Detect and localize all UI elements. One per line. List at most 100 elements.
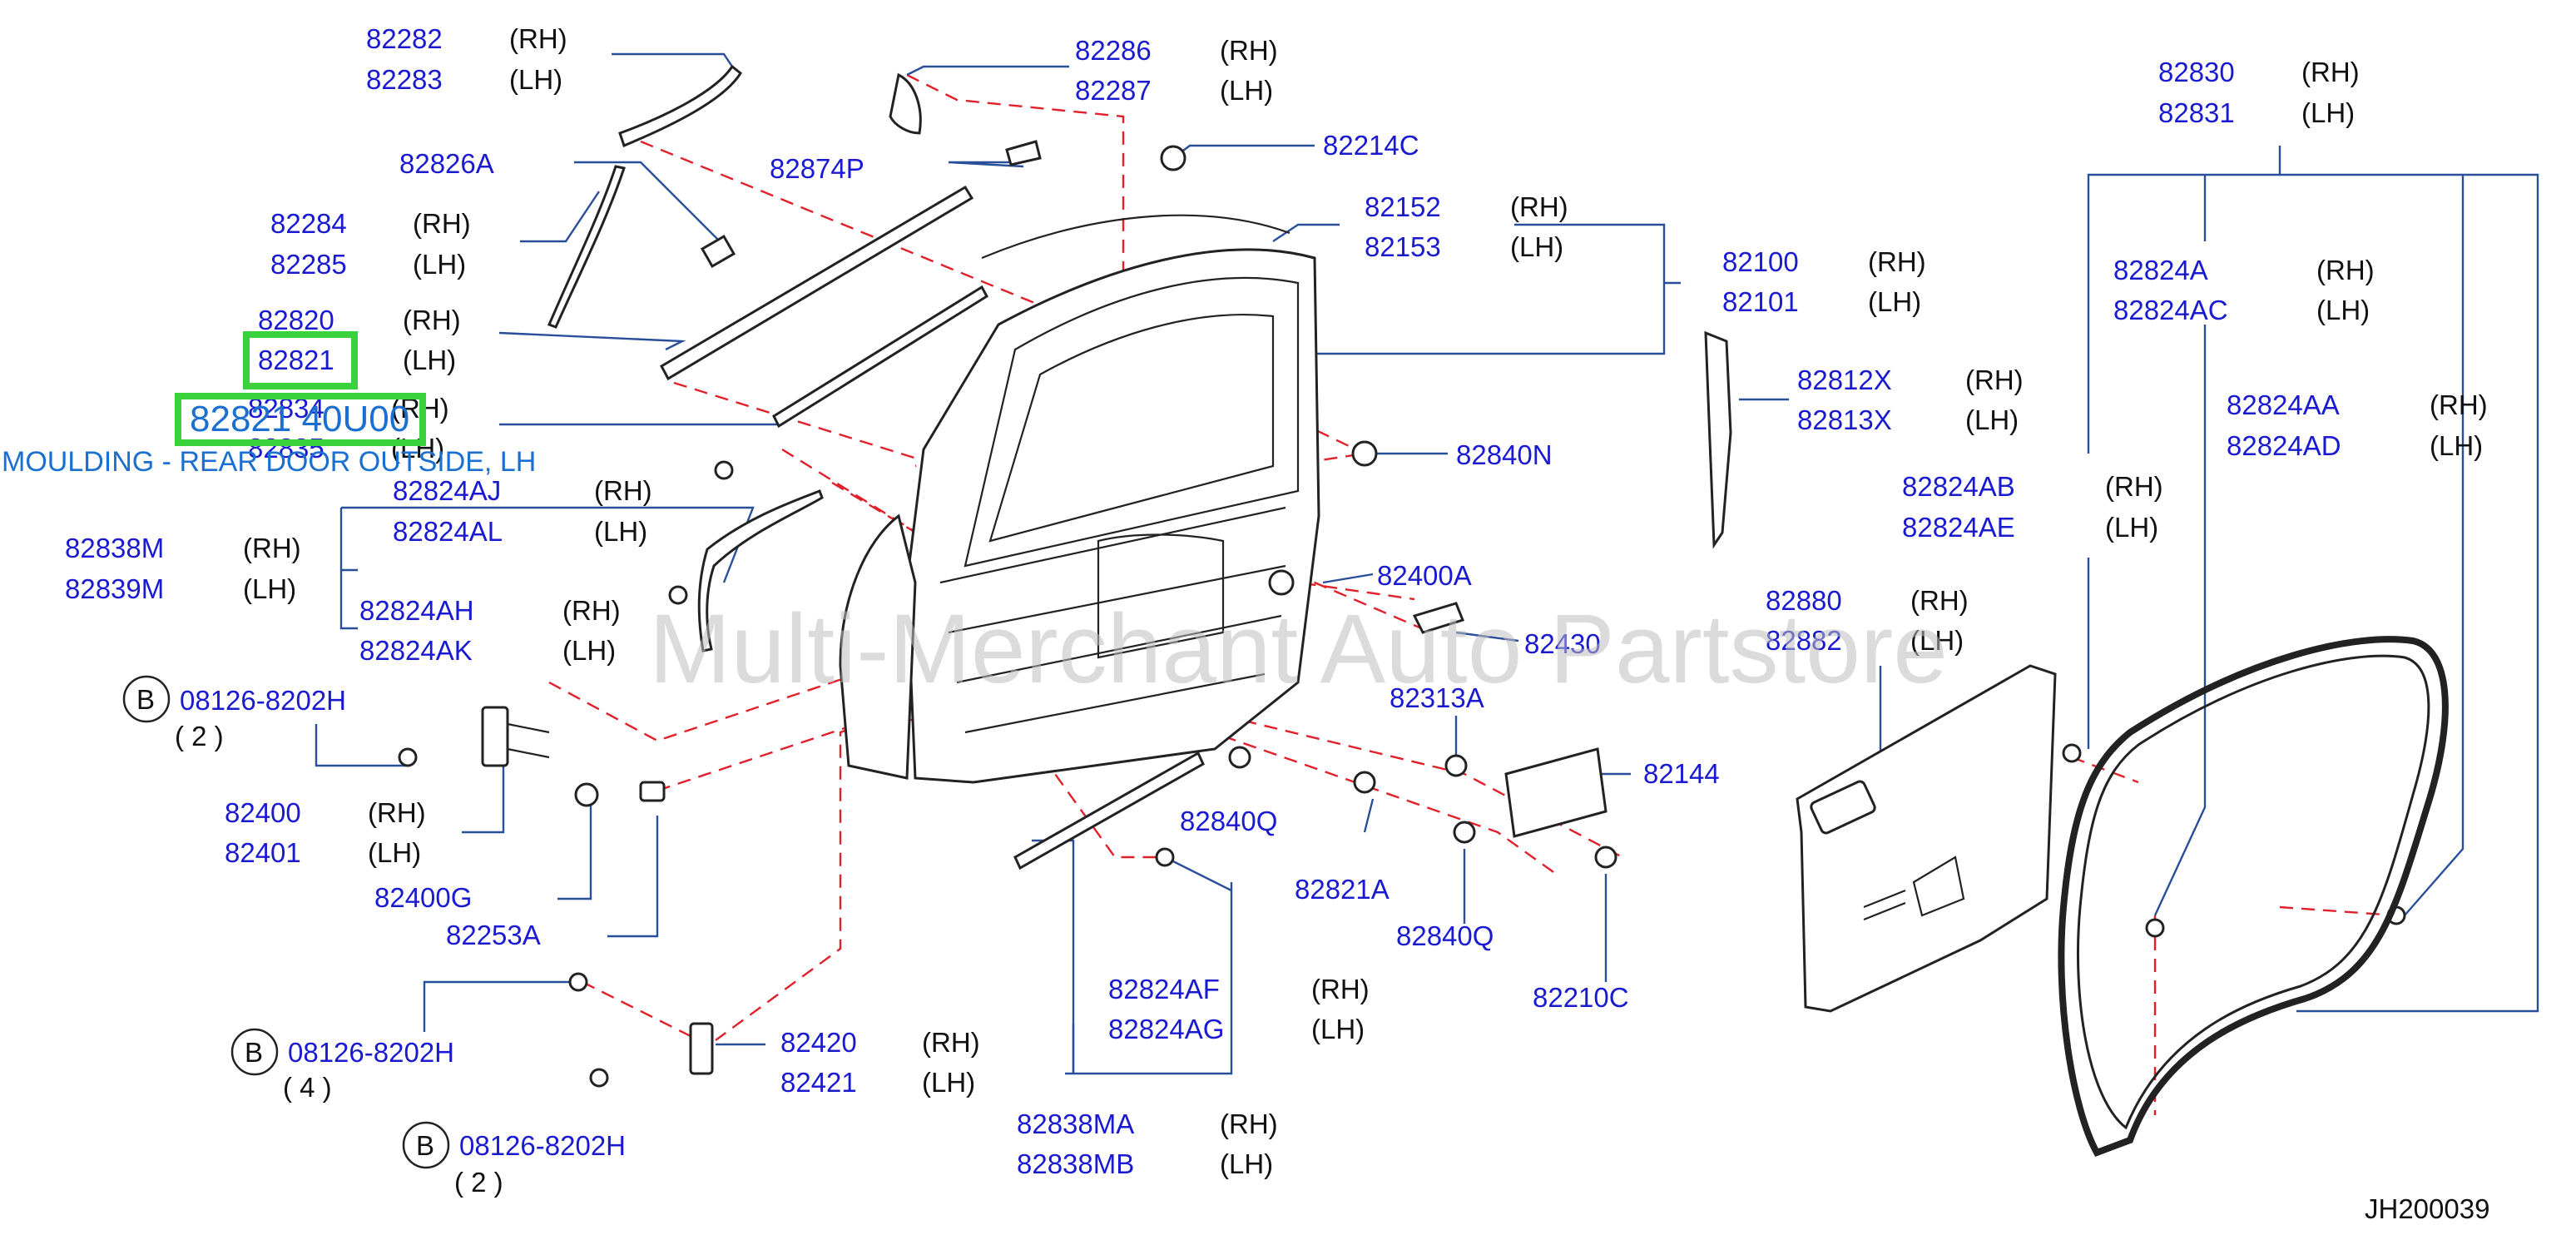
window-frame-parts [547, 64, 1732, 870]
callout-82813X: 82813X [1797, 404, 1892, 435]
callout-82282: 82282 [366, 23, 443, 54]
callout-82824AE: 82824AE [1902, 512, 2015, 543]
side-lh: (LH) [413, 249, 466, 280]
side-rh: (RH) [1868, 246, 1926, 277]
callout-82253A: 82253A [446, 920, 541, 950]
side-lh: (LH) [922, 1067, 975, 1098]
callout-82812X: 82812X [1797, 365, 1892, 395]
callout-82100: 82100 [1722, 246, 1799, 277]
callout-82824AG: 82824AG [1108, 1014, 1224, 1044]
callout-82824AD: 82824AD [2227, 430, 2341, 461]
callout-82214C: 82214C [1323, 130, 1419, 161]
qty-2a: ( 2 ) [175, 721, 224, 751]
callout-82430: 82430 [1524, 628, 1601, 659]
callout-82838M: 82838M [65, 533, 164, 563]
ref-circle-b-2 [230, 1028, 279, 1076]
callout-82401: 82401 [225, 837, 301, 868]
callout-82420: 82420 [780, 1027, 857, 1058]
callout-82839M: 82839M [65, 573, 164, 604]
side-rh: (RH) [594, 475, 652, 506]
ref-circle-b-3 [402, 1121, 450, 1169]
callout-82880: 82880 [1766, 585, 1842, 616]
callout-82824AB: 82824AB [1902, 471, 2015, 502]
door-shell [839, 214, 1320, 784]
callout-82824A: 82824A [2113, 255, 2208, 285]
hinge-parts [481, 706, 714, 1075]
weatherstrip [2058, 636, 2449, 1157]
callout-highlight-box [243, 331, 358, 389]
leader-lines [315, 52, 2539, 1075]
side-rh: (RH) [1220, 1109, 1278, 1139]
callout-82835: 82835 [248, 433, 324, 464]
side-rh: (RH) [368, 797, 426, 828]
callout-82285: 82285 [270, 249, 347, 280]
callout-08126-8202H-a: 08126-8202H [180, 685, 346, 716]
callout-82400A: 82400A [1377, 560, 1472, 591]
callout-82824AK: 82824AK [359, 635, 473, 666]
callout-82840N: 82840N [1456, 439, 1553, 470]
callout-82824AL: 82824AL [393, 516, 503, 547]
selected-part-highlight[interactable]: 82821 40U00 MOULDING - REAR DOOR OUTSIDE… [2, 331, 536, 478]
callout-82824AC: 82824AC [2113, 295, 2228, 325]
side-rh: (RH) [1510, 191, 1568, 222]
callout-82820: 82820 [258, 305, 334, 335]
side-lh: (LH) [594, 516, 647, 547]
side-lh: (LH) [2316, 295, 2370, 325]
side-lh: (LH) [368, 837, 421, 868]
side-rh: (RH) [1910, 585, 1969, 616]
side-rh: (RH) [2301, 57, 2360, 87]
side-rh: (RH) [509, 23, 567, 54]
qty-4: ( 4 ) [283, 1072, 332, 1103]
ref-b-1: B [136, 684, 155, 715]
callout-82821[interactable]: 82821 [258, 345, 334, 375]
side-lh: (LH) [1868, 286, 1921, 317]
callout-82400: 82400 [225, 797, 301, 828]
callout-82153: 82153 [1365, 231, 1441, 262]
side-lh: (LH) [1220, 75, 1273, 106]
trim-panel [1796, 664, 2057, 1013]
watermark: Multi-Merchant Auto Partstore [649, 594, 1948, 704]
side-lh: (LH) [509, 64, 562, 95]
diagram-code: JH200039 [2365, 1193, 2489, 1224]
callout-82874P: 82874P [770, 153, 864, 184]
callout-82284: 82284 [270, 208, 347, 239]
side-lh: (LH) [2301, 97, 2355, 128]
callout-82838MB: 82838MB [1017, 1148, 1134, 1179]
callout-82831: 82831 [2158, 97, 2235, 128]
callout-82824AF: 82824AF [1108, 974, 1220, 1004]
callout-08126-8202H-b: 08126-8202H [288, 1037, 454, 1068]
callout-82101: 82101 [1722, 286, 1799, 317]
callout-82313A: 82313A [1390, 682, 1484, 713]
side-rh: (RH) [1965, 365, 2024, 395]
callout-82821A: 82821A [1295, 874, 1390, 905]
side-lh: (LH) [1311, 1014, 1365, 1044]
side-rh: (RH) [2105, 471, 2163, 502]
side-lh: (LH) [2430, 430, 2483, 461]
callout-82826A: 82826A [399, 148, 494, 179]
side-rh: (RH) [562, 595, 621, 626]
selected-part-description: MOULDING - REAR DOOR OUTSIDE, LH [2, 446, 536, 478]
callout-82824AA: 82824AA [2227, 389, 2340, 420]
side-rh: (RH) [413, 208, 471, 239]
callout-82838MA: 82838MA [1017, 1109, 1134, 1139]
ref-b-3: B [416, 1130, 434, 1161]
callout-82824AJ: 82824AJ [393, 475, 501, 506]
callout-82840Q-2: 82840Q [1396, 920, 1494, 951]
callout-labels: 82282 (RH) 82283 (LH) 82286 (RH) 82287 (… [65, 23, 2488, 1198]
side-rh: (RH) [922, 1027, 980, 1058]
callout-82830: 82830 [2158, 57, 2235, 87]
callout-82400G: 82400G [374, 882, 472, 913]
qty-2b: ( 2 ) [454, 1167, 503, 1198]
part-number-highlight-box [175, 393, 426, 446]
fastener-parts [398, 145, 2406, 1088]
side-rh: (RH) [243, 533, 301, 563]
side-lh: (LH) [243, 573, 296, 604]
side-lh: (LH) [1510, 231, 1563, 262]
side-rh: (RH) [403, 305, 461, 335]
callout-08126-8202H-c: 08126-8202H [459, 1130, 626, 1161]
side-lh: (LH) [1910, 625, 1964, 656]
side-lh: (LH) [403, 345, 456, 375]
side-lh: (LH) [2105, 512, 2158, 543]
callout-82144: 82144 [1643, 758, 1720, 789]
